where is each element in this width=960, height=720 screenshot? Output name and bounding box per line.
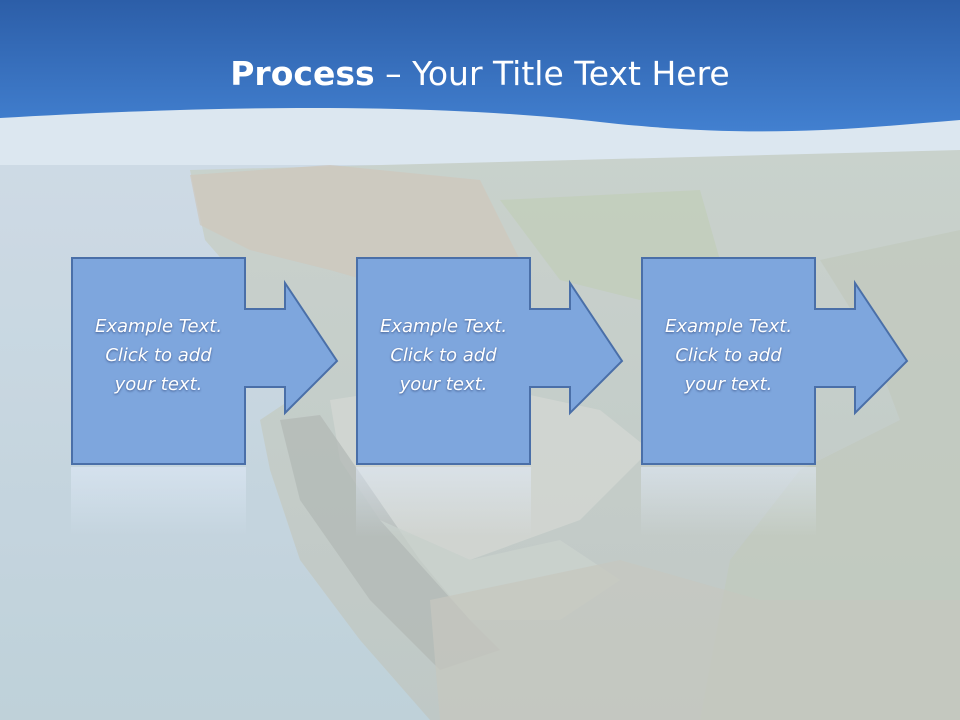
slide-title[interactable]: Process – Your Title Text Here — [0, 52, 960, 96]
process-step-1-text[interactable]: Example Text. Click to add your text. — [94, 316, 223, 395]
title-rest-part: – Your Title Text Here — [374, 54, 730, 93]
title-bold-part: Process — [230, 54, 375, 93]
process-step-3-text[interactable]: Example Text. Click to add your text. — [664, 316, 793, 395]
process-step-1-reflection — [71, 467, 246, 537]
process-step-3-reflection — [641, 467, 816, 537]
process-step-2-shape[interactable] — [356, 257, 626, 465]
process-step-3-shape[interactable] — [641, 257, 911, 465]
process-step-1-shape[interactable] — [71, 257, 341, 465]
process-step-2-reflection — [356, 467, 531, 537]
process-step-2-text[interactable]: Example Text. Click to add your text. — [379, 316, 508, 395]
